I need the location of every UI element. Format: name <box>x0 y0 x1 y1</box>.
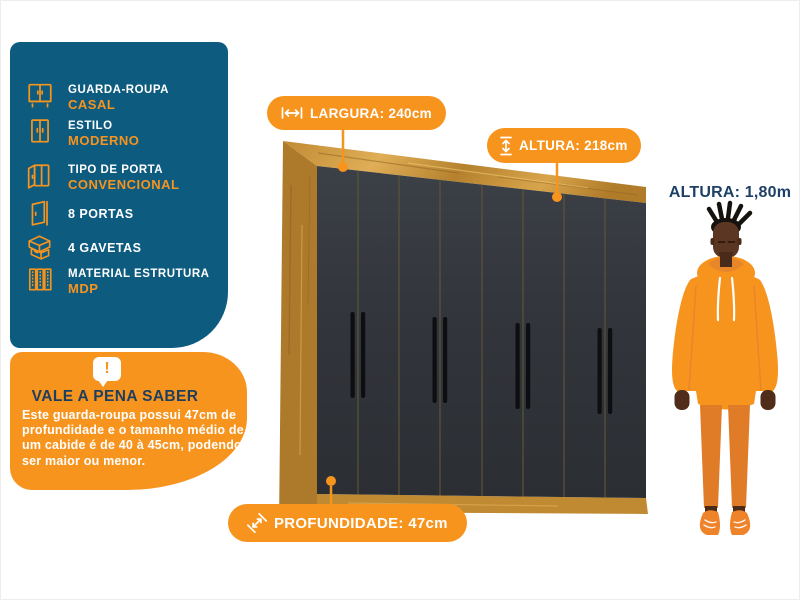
altura-badge: ALTURA: 218cm <box>487 128 641 163</box>
spec-label: 8 PORTAS <box>68 207 134 221</box>
height-arrow-icon <box>500 136 512 155</box>
spec-label: ESTILO <box>68 120 113 132</box>
hair-dreads <box>706 200 753 227</box>
wardrobe-top-frame <box>283 141 646 203</box>
wardrobe-style-icon <box>31 119 49 143</box>
dimension-dots <box>326 162 562 486</box>
hoodie-drawstrings <box>716 276 736 322</box>
spec-label: MATERIAL ESTRUTURA <box>68 268 210 280</box>
spec-row-material: MATERIAL ESTRUTURA MDP <box>26 266 209 296</box>
spec-row-gavetas: 4 GAVETAS <box>26 232 142 262</box>
spec-row-tipo: GUARDA-ROUPA CASAL <box>26 82 169 112</box>
tip-panel: ! VALE A PENA SABER Este guarda-roupa po… <box>10 352 247 490</box>
spec-label: 4 GAVETAS <box>68 241 142 255</box>
tip-line: Este guarda-roupa possui 47cm de <box>22 408 237 422</box>
spec-label: GUARDA-ROUPA <box>68 84 169 96</box>
largura-label: LARGURA: 240cm <box>310 105 432 121</box>
wardrobe-side-frame <box>279 141 317 527</box>
spec-value: CASAL <box>68 97 116 112</box>
spec-row-portas: 8 PORTAS <box>26 198 134 228</box>
shoes <box>699 510 751 535</box>
tip-line: um cabide é de 40 à 45cm, podendo <box>22 438 242 453</box>
largura-badge: LARGURA: 240cm <box>267 96 446 130</box>
door-gaps <box>357 170 606 498</box>
wardrobe-double-icon <box>28 83 52 108</box>
drawers-icon <box>28 235 51 260</box>
door-type-icon <box>27 164 50 189</box>
hoodie-body <box>672 273 778 410</box>
altura-label: ALTURA: 218cm <box>519 138 628 153</box>
alert-bubble-icon: ! <box>93 357 121 387</box>
profundidade-badge: PROFUNDIDADE: 47cm <box>228 504 467 542</box>
spec-value: MODERNO <box>68 133 140 148</box>
pants <box>700 405 750 508</box>
person-height-label: ALTURA: 1,80m <box>668 184 792 201</box>
door-handles <box>350 312 613 414</box>
hand-left <box>674 390 690 410</box>
hand-right <box>760 390 776 410</box>
tip-line: profundidade e o tamanho médio de <box>22 423 244 438</box>
head <box>713 222 739 258</box>
spec-value: MDP <box>68 281 99 296</box>
width-arrow-icon <box>281 107 303 119</box>
spec-row-porta: TIPO DE PORTA CONVENCIONAL <box>26 162 179 192</box>
alert-glyph: ! <box>104 360 110 377</box>
tip-line: ser maior ou menor. <box>22 453 146 468</box>
tip-body: Este guarda-roupa possui 47cm de profund… <box>22 408 244 469</box>
person-illustration <box>672 200 778 535</box>
wardrobe-render <box>279 130 648 527</box>
depth-arrow-icon <box>247 513 267 533</box>
open-door-icon <box>31 200 48 226</box>
spec-label: TIPO DE PORTA <box>68 164 164 176</box>
spec-value: CONVENCIONAL <box>68 177 180 192</box>
boards-icon <box>28 268 52 291</box>
profundidade-label: PROFUNDIDADE: 47cm <box>274 514 448 532</box>
dimension-lines <box>329 130 559 505</box>
tip-title: VALE A PENA SABER <box>31 388 199 405</box>
spec-row-estilo: ESTILO MODERNO <box>26 118 139 148</box>
spec-panel: GUARDA-ROUPA CASAL ESTILO MODERNO TIPO D… <box>10 42 228 348</box>
